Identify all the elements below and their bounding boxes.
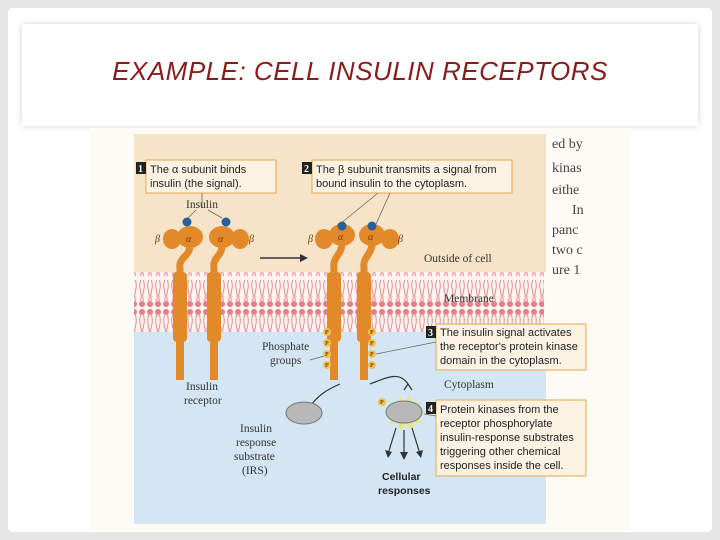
step4-line1: Protein kinases from the	[440, 404, 559, 416]
step2-box	[311, 159, 513, 194]
phosphate-groups-label: Phosphate	[262, 341, 309, 353]
alpha-label: α	[368, 232, 374, 243]
bg-text: eithe	[552, 183, 579, 198]
cellular-responses-label: responses	[378, 485, 431, 497]
insulin-receptor-label: Insulin	[186, 381, 218, 393]
title-box: EXAMPLE: CELL INSULIN RECEPTORS	[22, 24, 698, 126]
step4-number: 4	[428, 404, 433, 415]
svg-text:P: P	[370, 352, 374, 358]
step3-line2: the receptor's protein kinase	[440, 341, 578, 353]
insulin-molecule	[182, 217, 192, 227]
insulin-molecule	[367, 221, 377, 231]
cellular-responses-label: Cellular	[382, 471, 421, 483]
insulin-receptor-diagram: ed by kinas eithe In panc two c ure 1 1 …	[134, 134, 587, 524]
bg-text: kinas	[552, 161, 582, 176]
step3-box	[435, 323, 587, 371]
phosphorylated-irs: P	[378, 396, 426, 430]
step3-line1: The insulin signal activates	[440, 327, 572, 339]
step4-box	[435, 399, 587, 477]
phosphate-groups-label: groups	[270, 355, 302, 367]
slide-title: EXAMPLE: CELL INSULIN RECEPTORS	[112, 56, 608, 86]
insulin-molecule	[337, 221, 347, 231]
step1-line2: insulin (the signal).	[150, 178, 242, 190]
bg-text: panc	[552, 223, 578, 238]
step1-line1: The α subunit binds	[150, 164, 247, 176]
step3-line3: domain in the cytoplasm.	[440, 355, 562, 367]
irs-label: response	[236, 437, 276, 449]
insulin-receptor-unbound: α α β β	[154, 217, 254, 380]
insulin-molecule	[221, 217, 231, 227]
svg-text:P: P	[325, 330, 329, 336]
cytoplasm-label: Cytoplasm	[444, 379, 494, 391]
svg-text:P: P	[370, 341, 374, 347]
bg-text: In	[572, 203, 584, 218]
insulin-receptor-bound: α α β β P P P P P P P P	[307, 221, 403, 380]
step4-badge	[426, 402, 436, 414]
step1-box	[145, 159, 277, 194]
step1-number: 1	[138, 164, 143, 175]
svg-text:P: P	[370, 330, 374, 336]
alpha-label: α	[218, 234, 224, 245]
insulin-receptor-label: receptor	[184, 395, 222, 407]
beta-label: β	[397, 234, 403, 245]
step2-line2: bound insulin to the cytoplasm.	[316, 178, 467, 190]
alpha-label: α	[186, 234, 192, 245]
insulin-receptor-figure: ed by kinas eithe In panc two c ure 1 1 …	[90, 128, 631, 530]
irs-label: Insulin	[240, 423, 272, 435]
step3-number: 3	[428, 328, 433, 339]
irs-label: (IRS)	[242, 465, 268, 477]
step4-line2: receptor phosphorylate	[440, 418, 553, 430]
step1-badge	[136, 162, 146, 174]
svg-text:P: P	[380, 400, 384, 406]
bg-text: two c	[552, 243, 583, 258]
alpha-label: α	[338, 232, 344, 243]
svg-text:P: P	[370, 363, 374, 369]
svg-text:P: P	[325, 352, 329, 358]
beta-label: β	[307, 234, 313, 245]
insulin-label: Insulin	[186, 199, 218, 211]
step4-line3: insulin-response substrates	[440, 432, 574, 444]
irs-label: substrate	[234, 451, 275, 463]
membrane-label: Membrane	[444, 293, 494, 305]
outside-of-cell-label: Outside of cell	[424, 253, 492, 265]
svg-text:P: P	[325, 363, 329, 369]
irs-molecule	[285, 401, 323, 425]
beta-label: β	[154, 234, 160, 245]
step4-line5: responses inside the cell.	[440, 460, 564, 472]
bg-text: ed by	[552, 137, 583, 152]
step2-line1: The β subunit transmits a signal from	[316, 164, 497, 176]
step2-number: 2	[304, 164, 309, 175]
step2-badge	[302, 162, 312, 174]
step3-badge	[426, 326, 436, 338]
phosphate-groups: P P P P P P P P	[323, 328, 376, 369]
svg-text:P: P	[325, 341, 329, 347]
beta-label: β	[248, 234, 254, 245]
bg-text: ure 1	[552, 263, 580, 278]
step4-line4: triggering other chemical	[440, 446, 560, 458]
